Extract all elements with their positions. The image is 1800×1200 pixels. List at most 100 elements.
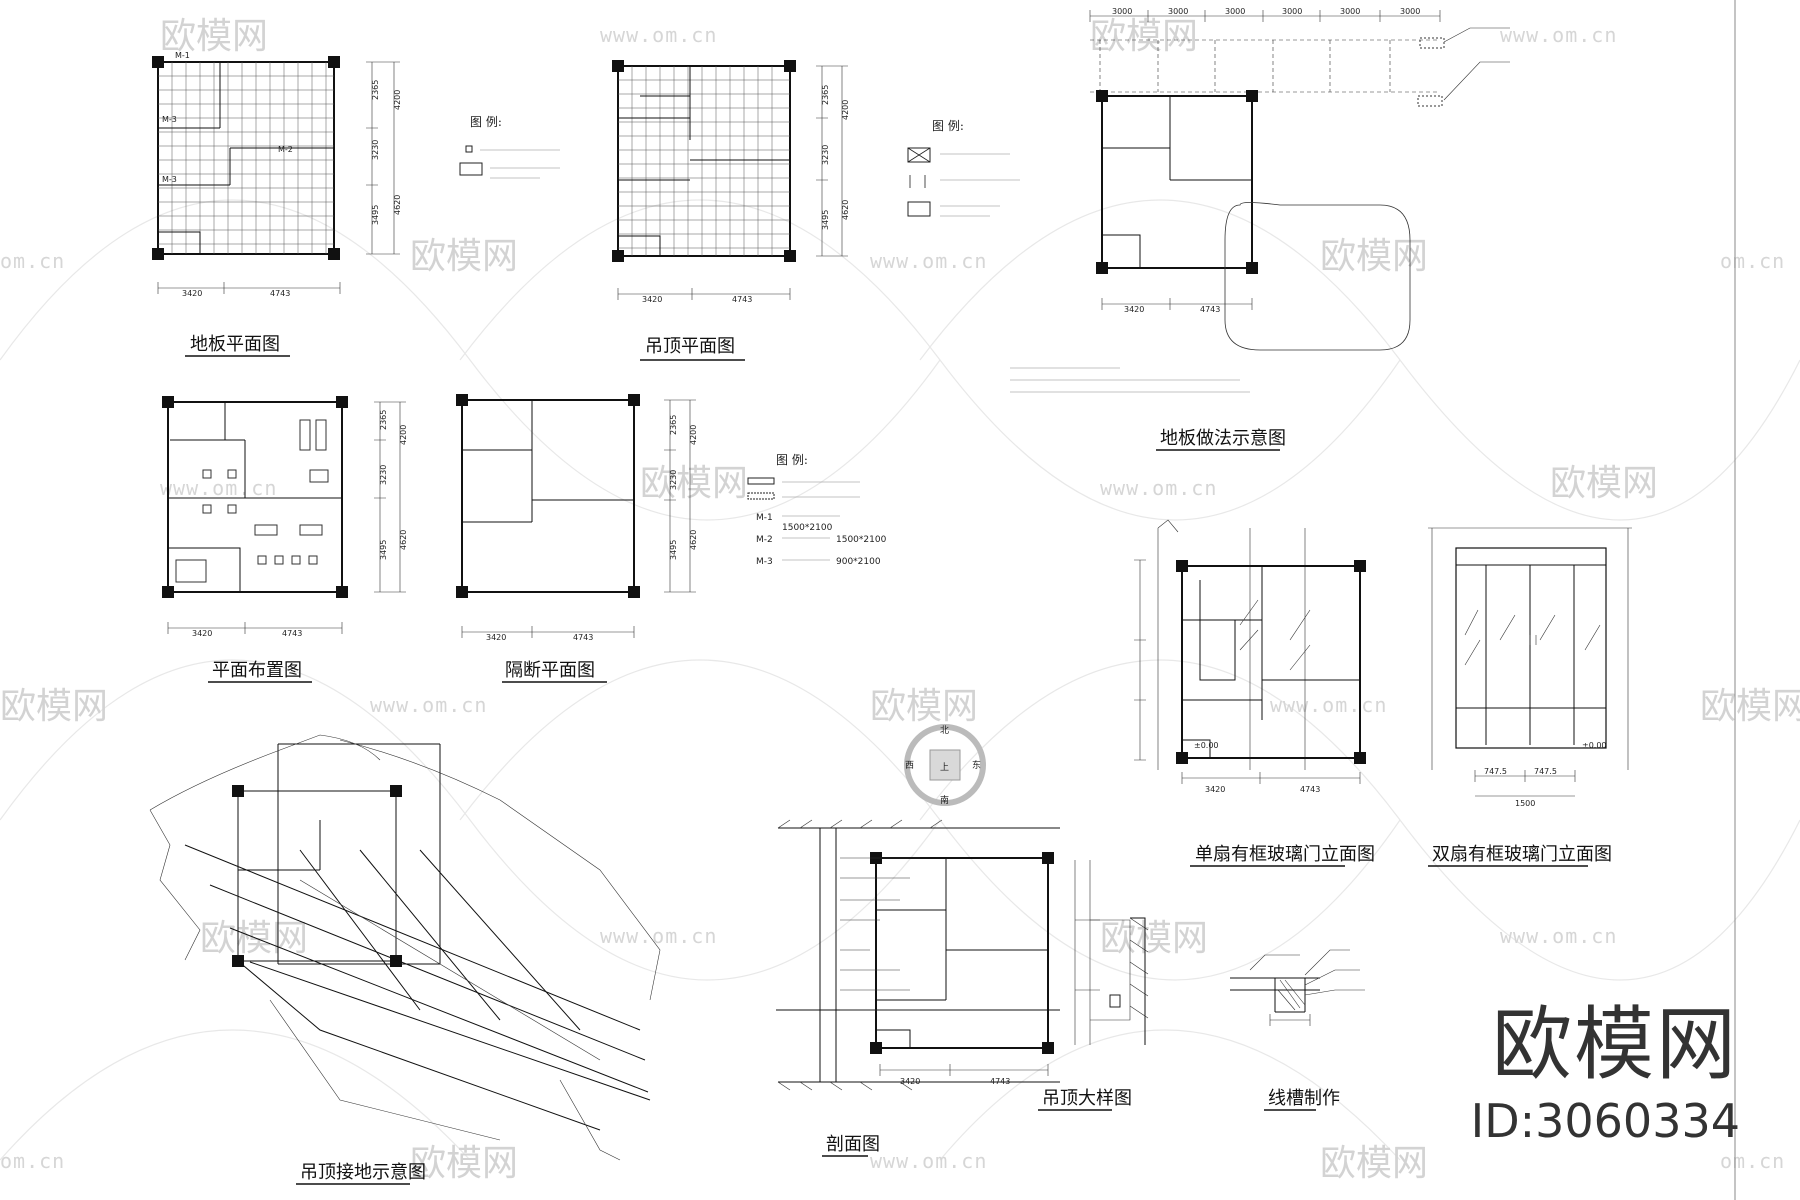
watermark-logo: 欧模网 <box>1320 1143 1428 1184</box>
door-label: M-2 <box>278 145 293 154</box>
svg-text:2365: 2365 <box>821 85 830 105</box>
watermark-logo: 欧模网 <box>1100 918 1208 959</box>
dim-text: 3420 <box>182 289 202 298</box>
ceiling-detail: 吊顶大样图 <box>1038 860 1149 1111</box>
section-drawing: 3420 4743 剖面图 <box>776 819 1060 1157</box>
watermark-url: www.om.cn <box>160 476 277 500</box>
svg-text:3000: 3000 <box>1282 7 1302 16</box>
drawing-title: 吊顶平面图 <box>645 336 735 357</box>
svg-text:南: 南 <box>940 794 949 806</box>
svg-text:东: 东 <box>972 759 981 771</box>
watermark-logo: 欧模网 <box>0 686 108 727</box>
svg-text:4200: 4200 <box>841 100 850 120</box>
svg-text:2365: 2365 <box>669 415 678 435</box>
watermark-url: www.om.cn <box>1500 23 1617 47</box>
svg-text:4743: 4743 <box>1200 305 1220 314</box>
dim-text: 2365 <box>371 80 380 100</box>
svg-text:3420: 3420 <box>1124 305 1144 314</box>
drawing-title: 单扇有框玻璃门立面图 <box>1195 844 1375 865</box>
ceiling-legend: 图 例: <box>907 119 1020 217</box>
floor-legend: 图 例: <box>459 115 560 179</box>
svg-text:4620: 4620 <box>689 530 698 550</box>
watermark-logo: 欧模网 <box>1320 236 1428 277</box>
drawing-title: 剖面图 <box>826 1134 880 1155</box>
legend-heading: 图 例: <box>776 453 808 467</box>
svg-text:上: 上 <box>940 762 949 773</box>
dim-text: 4743 <box>270 289 290 298</box>
svg-text:3495: 3495 <box>821 210 830 230</box>
watermark-url: om.cn <box>1720 249 1785 273</box>
watermark-url: www.om.cn <box>370 693 487 717</box>
floor-plan-partitions <box>158 62 334 254</box>
svg-text:4743: 4743 <box>282 629 302 638</box>
dim-text: 4200 <box>393 90 402 110</box>
legend-item: M-2 <box>756 535 773 545</box>
watermark-url: om.cn <box>0 249 65 273</box>
svg-text:3420: 3420 <box>192 629 212 638</box>
drawing-title: 地板做法示意图 <box>1160 428 1286 449</box>
ceiling-install-iso: 吊顶接地示意图 <box>149 734 661 1185</box>
svg-text:3420: 3420 <box>900 1077 920 1086</box>
drawing-title: 隔断平面图 <box>505 660 595 681</box>
svg-text:1500*2100: 1500*2100 <box>836 535 887 545</box>
svg-text:3230: 3230 <box>379 465 388 485</box>
svg-text:4200: 4200 <box>689 425 698 445</box>
dim-text: 3495 <box>371 205 380 225</box>
svg-text:2365: 2365 <box>379 410 388 430</box>
svg-text:1500: 1500 <box>1515 799 1535 808</box>
dim-text: 4620 <box>393 195 402 215</box>
brand-id: ID:3060334 <box>1470 1094 1740 1148</box>
layout-plan: 3420 4743 2365 3230 3495 4200 4620 平面布置图 <box>162 396 408 683</box>
brand-logo: 欧模网 <box>1492 998 1738 1091</box>
compass-icon: 北 南 东 西 上 <box>904 724 986 806</box>
watermark-logo: 欧模网 <box>640 463 748 504</box>
svg-text:3495: 3495 <box>669 540 678 560</box>
svg-text:900*2100: 900*2100 <box>836 557 881 567</box>
watermark-logo: 欧模网 <box>410 1143 518 1184</box>
svg-text:3420: 3420 <box>1205 785 1225 794</box>
watermark-logo: 欧模网 <box>870 686 978 727</box>
svg-text:747.5: 747.5 <box>1484 767 1507 776</box>
door-label: M-3 <box>162 115 177 124</box>
dim-text: 3230 <box>371 140 380 160</box>
svg-text:3000: 3000 <box>1400 7 1420 16</box>
svg-text:3000: 3000 <box>1340 7 1360 16</box>
svg-text:3230: 3230 <box>821 145 830 165</box>
svg-text:4743: 4743 <box>990 1077 1010 1086</box>
watermark-arcs <box>0 199 1800 1161</box>
svg-text:747.5: 747.5 <box>1534 767 1557 776</box>
svg-text:±0.00: ±0.00 <box>1582 741 1607 750</box>
watermark-url: www.om.cn <box>1270 693 1387 717</box>
door-label: M-1 <box>175 51 190 60</box>
ceiling-plan: 3420 4743 2365 3230 3495 4200 4620 吊顶平面图 <box>612 60 850 361</box>
svg-text:1500*2100: 1500*2100 <box>782 523 833 533</box>
watermark-url: www.om.cn <box>1500 924 1617 948</box>
floor-plan-outline <box>157 61 335 255</box>
watermark-logo: 欧模网 <box>1700 686 1800 727</box>
svg-text:3000: 3000 <box>1225 7 1245 16</box>
svg-text:4620: 4620 <box>841 200 850 220</box>
dim-text: 4743 <box>732 295 752 304</box>
single-door-elevation: 3420 4743 单扇有框玻璃门立面图 <box>1134 519 1375 867</box>
legend-item: M-1 <box>756 513 773 523</box>
svg-text:4620: 4620 <box>399 530 408 550</box>
drawing-title: 双扇有框玻璃门立面图 <box>1432 844 1612 865</box>
door-label: M-3 <box>162 175 177 184</box>
watermark-url: www.om.cn <box>600 23 717 47</box>
drawing-title: 吊顶接地示意图 <box>300 1162 426 1183</box>
svg-text:4743: 4743 <box>573 633 593 642</box>
ceiling-plan-partitions <box>618 66 790 256</box>
partition-legend: 图 例: M-1 1500*2100 M-2 1500*2100 M-3 900… <box>747 453 887 567</box>
svg-text:3000: 3000 <box>1168 7 1188 16</box>
watermark-url: www.om.cn <box>870 249 987 273</box>
svg-text:3230: 3230 <box>669 470 678 490</box>
drawing-title: 吊顶大样图 <box>1042 1088 1132 1109</box>
drawing-title: 线槽制作 <box>1268 1088 1340 1109</box>
floor-plan: M-1 M-2 M-3 M-3 3420 4743 2365 3230 3495… <box>152 51 402 357</box>
dim-text: 3420 <box>642 295 662 304</box>
partition-plan: 3420 4743 2365 3230 3495 4200 4620 隔断平面图 <box>456 394 698 683</box>
svg-text:3495: 3495 <box>379 540 388 560</box>
svg-text:西: 西 <box>905 760 914 771</box>
watermark-logo: 欧模网 <box>1090 16 1198 57</box>
